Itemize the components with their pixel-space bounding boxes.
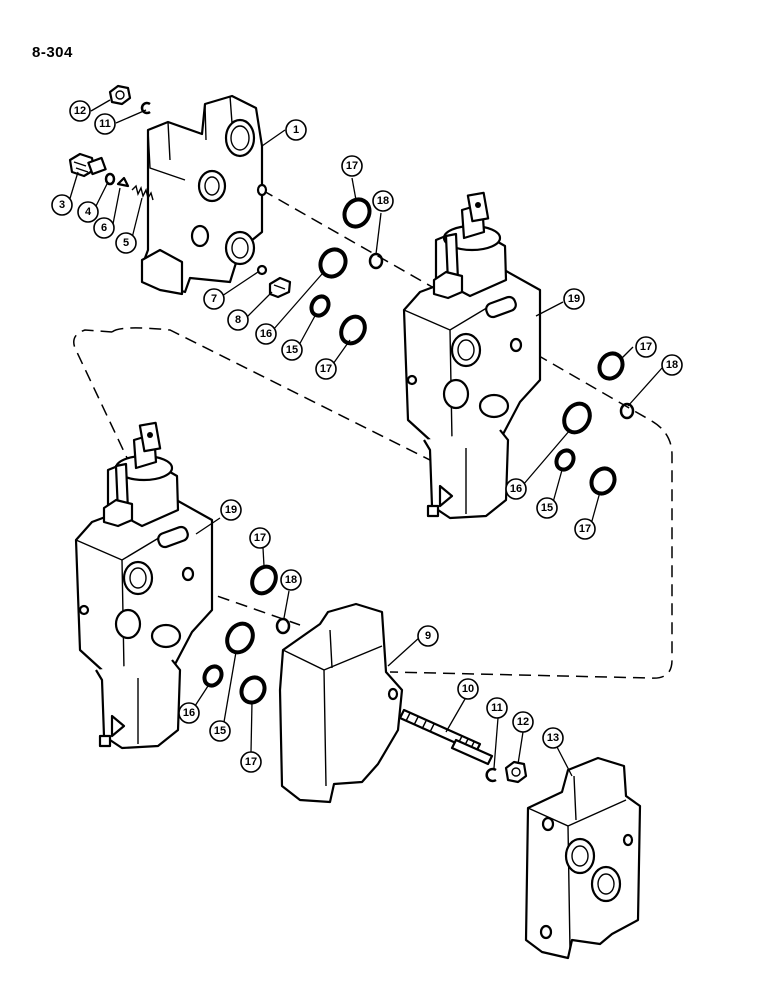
svg-text:4: 4 — [85, 206, 92, 218]
leader-lines — [67, 99, 663, 777]
callout-13: 13 — [542, 727, 564, 749]
nut-12-bottom — [504, 760, 528, 784]
svg-text:7: 7 — [211, 293, 217, 305]
svg-text:8: 8 — [235, 314, 241, 326]
svg-text:15: 15 — [214, 725, 226, 737]
svg-text:9: 9 — [425, 630, 431, 642]
svg-text:17: 17 — [245, 756, 257, 768]
callout-16a: 16 — [255, 323, 277, 345]
assembly-dashed-line-loop — [73, 329, 673, 679]
callout-19b: 19 — [220, 499, 242, 521]
svg-text:18: 18 — [285, 574, 297, 586]
svg-text:17: 17 — [346, 160, 358, 172]
svg-text:18: 18 — [666, 359, 678, 371]
callout-4: 4 — [77, 201, 99, 223]
callout-15b: 15 — [536, 497, 558, 519]
outlet-end-cover-13 — [524, 756, 642, 960]
plug-8 — [268, 276, 292, 299]
callout-19a: 19 — [563, 288, 585, 310]
svg-text:13: 13 — [547, 732, 559, 744]
callout-12b: 12 — [512, 711, 534, 733]
svg-text:10: 10 — [462, 683, 474, 695]
callout-8: 8 — [227, 309, 249, 331]
svg-text:17: 17 — [254, 532, 266, 544]
inlet-end-cover — [140, 94, 268, 296]
svg-text:12: 12 — [517, 716, 529, 728]
spring-5 — [131, 184, 154, 201]
svg-text:16: 16 — [183, 707, 195, 719]
callout-9: 9 — [417, 625, 439, 647]
callout-17f: 17 — [240, 751, 262, 773]
callout-18a: 18 — [372, 190, 394, 212]
callout-17a: 17 — [315, 358, 337, 380]
callout-1: 1 — [285, 119, 307, 141]
callout-3: 3 — [51, 194, 73, 216]
callout-11a: 11 — [94, 113, 116, 135]
callout-17c: 17 — [635, 336, 657, 358]
callout-11b: 11 — [486, 697, 508, 719]
callout-17b: 17 — [341, 155, 363, 177]
callout-17e: 17 — [249, 527, 271, 549]
callout-6: 6 — [93, 217, 115, 239]
o-ring-4 — [104, 172, 116, 186]
callout-10: 10 — [457, 678, 479, 700]
seal-rings — [202, 197, 635, 705]
svg-text:17: 17 — [579, 523, 591, 535]
callout-5: 5 — [115, 232, 137, 254]
callout-18c: 18 — [280, 569, 302, 591]
svg-text:1: 1 — [293, 124, 299, 136]
callout-15a: 15 — [281, 339, 303, 361]
assembly-dashed-line-rear — [111, 327, 471, 481]
valve-section-19-upper — [402, 191, 542, 520]
callout-7: 7 — [203, 288, 225, 310]
svg-text:17: 17 — [320, 363, 332, 375]
svg-text:15: 15 — [541, 502, 553, 514]
svg-text:16: 16 — [260, 328, 272, 340]
svg-text:6: 6 — [101, 222, 107, 234]
callout-16b: 16 — [505, 478, 527, 500]
svg-text:18: 18 — [377, 195, 389, 207]
nut-12-top — [108, 84, 132, 106]
callout-16c: 16 — [178, 702, 200, 724]
svg-text:5: 5 — [123, 237, 129, 249]
svg-text:16: 16 — [510, 483, 522, 495]
callout-18b: 18 — [661, 354, 683, 376]
page-number: 8-304 — [32, 44, 73, 61]
svg-text:19: 19 — [225, 504, 237, 516]
callout-15c: 15 — [209, 720, 231, 742]
lock-washer-11-bottom — [485, 767, 497, 783]
callout-17d: 17 — [574, 518, 596, 540]
svg-text:11: 11 — [491, 702, 503, 714]
fitting-3 — [68, 152, 107, 178]
poppet-6 — [116, 176, 130, 188]
svg-text:12: 12 — [74, 105, 86, 117]
valve-section-19-lower — [74, 421, 214, 750]
callout-12a: 12 — [69, 100, 91, 122]
svg-text:17: 17 — [640, 341, 652, 353]
ball-7 — [256, 264, 268, 276]
lock-washer-11-top — [140, 101, 151, 115]
svg-text:19: 19 — [568, 293, 580, 305]
tie-rod-10 — [398, 708, 494, 766]
svg-text:15: 15 — [286, 344, 298, 356]
svg-text:11: 11 — [99, 118, 111, 130]
svg-text:3: 3 — [59, 199, 65, 211]
spacer-block-9 — [278, 602, 404, 804]
